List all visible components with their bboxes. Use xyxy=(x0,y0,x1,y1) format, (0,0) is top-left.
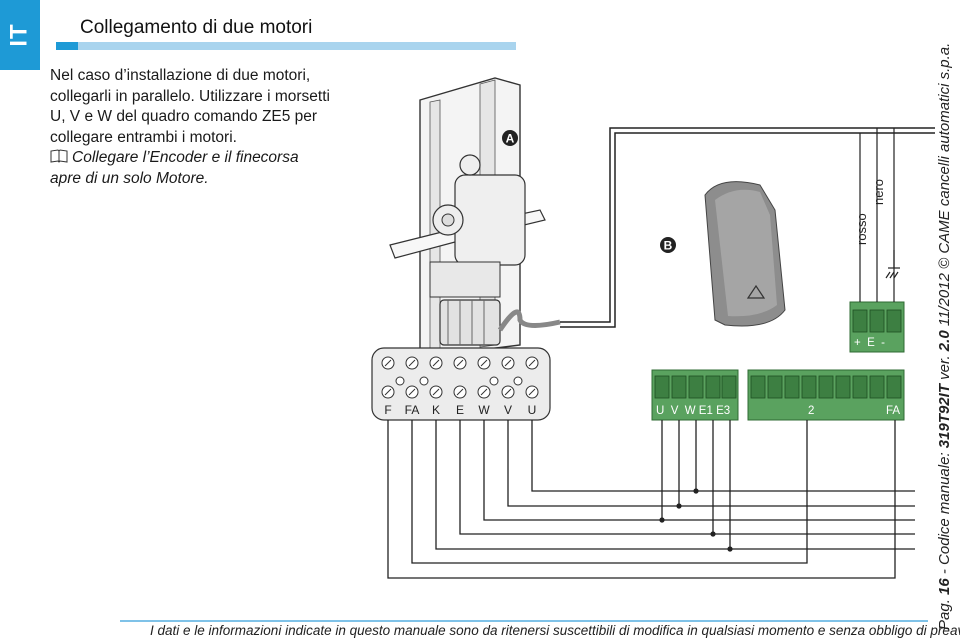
manual-code: 319T92IT xyxy=(936,383,953,449)
copyright: © CAME cancelli automatici s.p.a. xyxy=(936,42,953,269)
manual-date: 11/2012 xyxy=(936,273,953,327)
board-terminals-uvw-label: U V W E1 E3 xyxy=(656,405,730,417)
title-underline-accent xyxy=(56,42,78,50)
footer-disclaimer: I dati e le informazioni indicate in que… xyxy=(150,623,960,638)
motor-terminal-e: E xyxy=(456,403,464,417)
version-label: ver. xyxy=(936,355,953,380)
callout-a-label: A xyxy=(506,132,515,146)
board-terminal-2-label: 2 xyxy=(808,405,814,417)
wiring-lines xyxy=(387,420,915,579)
board-terminal-strip-motor: U V W E1 E3 xyxy=(651,369,739,421)
motor-terminal-u: U xyxy=(528,403,537,417)
wire-red-label: rosso xyxy=(854,213,869,245)
note-paragraph: Collegare l’Encoder e il finecorsa apre … xyxy=(50,148,330,189)
intro-paragraph: Nel caso d’installazione di due motori, … xyxy=(50,67,330,146)
manual-label: - Codice manuale: xyxy=(936,452,953,575)
body-text: Nel caso d’installazione di due motori, … xyxy=(50,66,330,189)
language-tab: IT xyxy=(0,0,40,70)
side-manual-info: Pag. 16 - Codice manuale: 319T92IT ver. … xyxy=(936,10,953,630)
book-icon xyxy=(50,149,68,163)
board-terminal-strip-limit: 2 FA xyxy=(747,369,905,421)
callout-b-marker xyxy=(660,237,676,253)
motor-terminal-v: V xyxy=(504,403,512,417)
page-title: Collegamento di due motori xyxy=(80,17,313,38)
encoder-terminal-block: + E - xyxy=(849,301,905,353)
page-number: 16 xyxy=(936,578,953,595)
callout-a-marker xyxy=(502,130,518,146)
callout-b-label: B xyxy=(664,239,673,253)
motor-terminal-k: K xyxy=(432,403,440,417)
version-number: 2.0 xyxy=(936,330,953,352)
motor-illustration xyxy=(389,77,561,356)
title-underline xyxy=(56,42,516,50)
motor-terminal-block: F FA K E W V U xyxy=(371,347,551,421)
note-text: Collegare l’Encoder e il finecorsa apre … xyxy=(50,149,299,187)
control-unit xyxy=(704,181,786,327)
motor-terminal-fa: FA xyxy=(405,403,420,417)
ground-symbol xyxy=(885,250,900,279)
wire-junctions xyxy=(659,488,733,552)
encoder-terminals-label: + E - xyxy=(854,337,885,349)
footer-divider xyxy=(120,620,928,622)
motor-terminal-f: F xyxy=(384,403,391,417)
motor-terminal-w: W xyxy=(478,403,490,417)
board-terminal-fa-label: FA xyxy=(886,405,900,417)
wire-black-label: nero xyxy=(871,179,886,205)
